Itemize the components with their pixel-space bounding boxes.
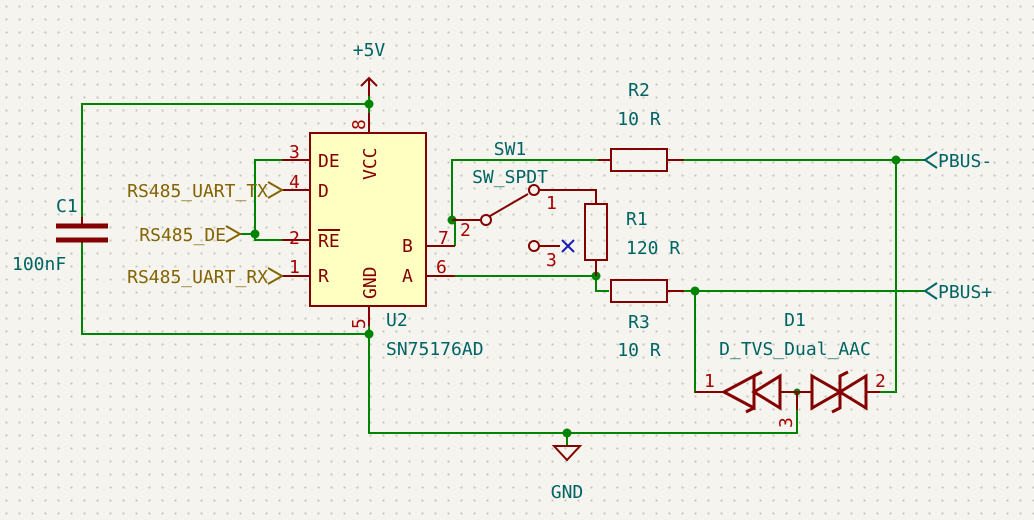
sw1-ref: SW1 xyxy=(494,139,527,160)
pin-name-gnd: GND xyxy=(360,266,381,299)
label-uart-tx[interactable]: RS485_UART_TX xyxy=(127,181,285,202)
pin-num-a: 6 xyxy=(436,257,447,278)
pin-num-re: 2 xyxy=(289,228,300,249)
junction-pbus-minus xyxy=(891,155,901,165)
sw1-value: SW_SPDT xyxy=(472,167,548,188)
gnd-label: GND xyxy=(551,482,584,503)
label-de[interactable]: RS485_DE xyxy=(139,225,243,246)
r1-value: 120 R xyxy=(626,238,680,259)
c1-ref: C1 xyxy=(56,196,78,217)
resistor-r3[interactable]: R3 10 R xyxy=(610,279,684,361)
junction-gnd-sym xyxy=(562,428,572,438)
pin-num-r: 1 xyxy=(289,257,300,278)
d1-pin3: 3 xyxy=(776,417,797,428)
ic-u2[interactable]: 3 4 2 1 7 6 8 5 DE D RE R B A VCC GND U2… xyxy=(282,113,484,360)
junction-pbus-plus xyxy=(690,286,700,296)
junctions xyxy=(250,99,901,438)
pbus-plus-label: PBUS+ xyxy=(938,282,992,303)
d1-ref: D1 xyxy=(784,310,806,331)
d1-pin1: 1 xyxy=(704,371,715,392)
pin-name-de: DE xyxy=(318,151,340,172)
junction-vcc xyxy=(364,99,374,109)
wire-tvs-right xyxy=(880,160,897,393)
d1-value: D_TVS_Dual_AAC xyxy=(719,339,871,360)
de-label: RS485_DE xyxy=(139,225,226,246)
sw-pin2: 2 xyxy=(460,220,471,241)
wire-sw-to-r2 xyxy=(451,159,598,220)
c1-value: 100nF xyxy=(12,254,66,275)
power-5v[interactable]: +5V xyxy=(353,40,386,96)
resistor-r2[interactable]: R2 10 R xyxy=(598,80,684,172)
wire-gnd-bus xyxy=(368,326,798,434)
junction-de xyxy=(250,229,260,239)
wire-cap-to-gnd xyxy=(81,243,369,335)
resistor-r1[interactable]: R1 120 R xyxy=(584,203,680,276)
port-pbus-minus[interactable]: PBUS- xyxy=(923,151,992,172)
pin-num-gnd: 5 xyxy=(349,318,370,329)
r3-value: 10 R xyxy=(617,340,661,361)
r1-ref: R1 xyxy=(626,209,648,230)
pin-num-d: 4 xyxy=(289,172,300,193)
sw-pin1: 1 xyxy=(546,193,557,214)
wire-de-re-link xyxy=(254,159,282,241)
switch-sw1[interactable]: 1 2 3 SW1 SW_SPDT xyxy=(452,139,597,271)
tvs-d1[interactable]: 1 2 3 D1 D_TVS_Dual_AAC xyxy=(695,310,886,428)
u2-ref: U2 xyxy=(386,310,408,331)
wire-vcc-to-cap xyxy=(81,103,369,217)
pin-name-a: A xyxy=(402,266,413,287)
pin-name-re: RE xyxy=(318,231,340,252)
uart-tx-label: RS485_UART_TX xyxy=(127,181,268,202)
pin-name-vcc: VCC xyxy=(360,147,381,180)
d1-pin2: 2 xyxy=(875,371,886,392)
pin-num-b: 7 xyxy=(438,228,449,249)
power-gnd[interactable]: GND xyxy=(551,445,584,503)
pin-num-vcc: 8 xyxy=(349,119,370,130)
r3-ref: R3 xyxy=(628,312,650,333)
r2-value: 10 R xyxy=(617,109,661,130)
pin-name-b: B xyxy=(402,236,413,257)
pin-name-d: D xyxy=(318,181,329,202)
uart-rx-label: RS485_UART_RX xyxy=(127,267,268,288)
u2-value: SN75176AD xyxy=(386,339,484,360)
pin-name-r: R xyxy=(318,266,329,287)
label-uart-rx[interactable]: RS485_UART_RX xyxy=(127,267,285,288)
sw-pin3: 3 xyxy=(546,250,557,271)
capacitor-c1[interactable]: C1 100nF xyxy=(12,196,108,275)
r2-ref: R2 xyxy=(628,80,650,101)
pin-num-de: 3 xyxy=(289,142,300,163)
pbus-minus-label: PBUS- xyxy=(938,151,992,172)
junction-gnd xyxy=(364,329,374,339)
wire-a-to-r3 xyxy=(455,275,609,292)
vcc-label: +5V xyxy=(353,40,386,61)
port-pbus-plus[interactable]: PBUS+ xyxy=(923,282,992,303)
